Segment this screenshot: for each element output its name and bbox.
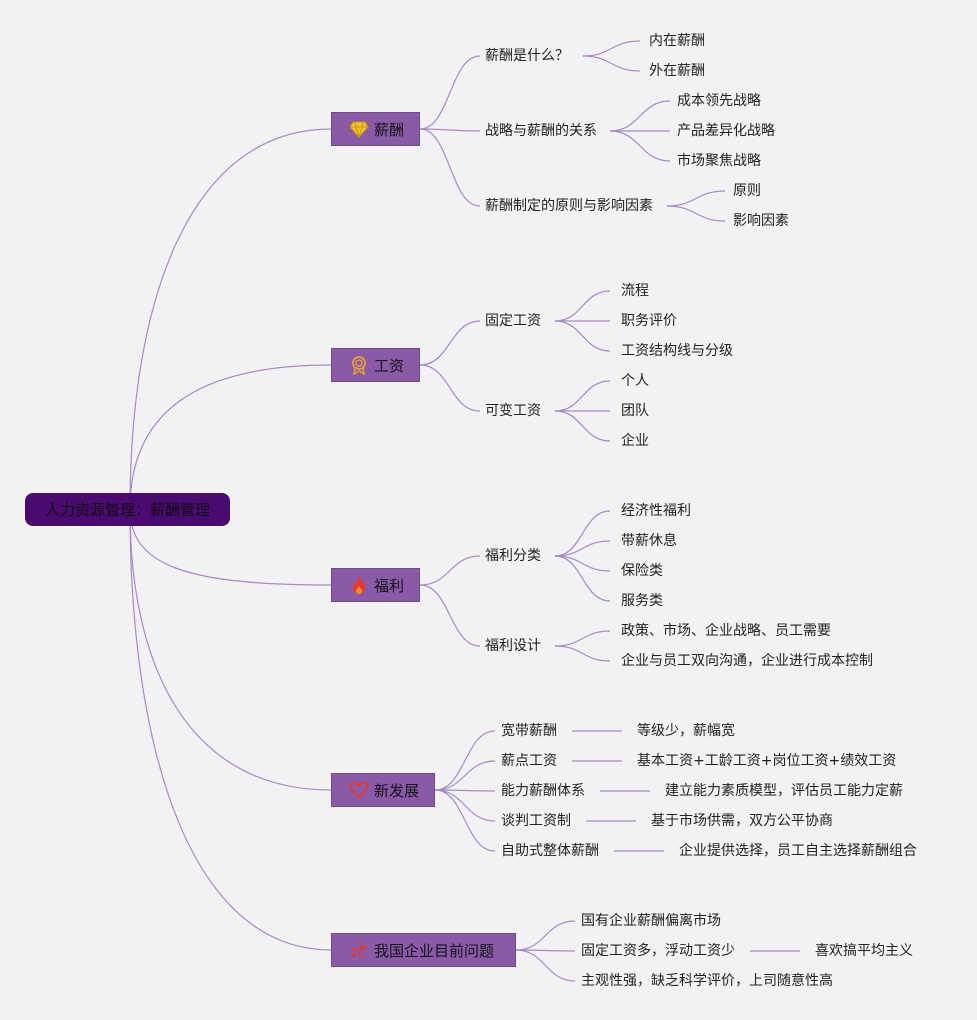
topic-fixed-vs-floating[interactable]: 固定工资多，浮动工资少 — [581, 943, 735, 959]
topic-cafeteria-detail[interactable]: 企业提供选择，员工自主选择薪酬组合 — [679, 843, 917, 859]
connector-line — [582, 40, 641, 57]
connector-line — [554, 290, 611, 322]
branch-label: 福利 — [374, 576, 405, 595]
topic-factors[interactable]: 影响因素 — [733, 213, 789, 229]
root-topic-label: 人力资源管理：薪酬管理 — [44, 501, 210, 519]
topic-cafeteria-pay[interactable]: 自助式整体薪酬 — [501, 843, 599, 859]
topic-extrinsic-pay[interactable]: 外在薪酬 — [649, 63, 705, 79]
branch-label: 我国企业目前问题 — [374, 941, 495, 960]
connector-line — [129, 128, 332, 510]
branch-label: 薪酬 — [374, 120, 405, 139]
diamond-icon — [348, 118, 370, 140]
connector-line — [129, 508, 332, 951]
topic-strategy-relation[interactable]: 战略与薪酬的关系 — [485, 123, 597, 139]
topic-communication[interactable]: 企业与员工双向沟通，企业进行成本控制 — [621, 653, 873, 669]
topic-negotiated-wage[interactable]: 谈判工资制 — [501, 813, 571, 829]
connector-line — [419, 128, 481, 132]
branch-label: 新发展 — [374, 781, 420, 800]
topic-negotiated-detail[interactable]: 基于市场供需，双方公平协商 — [651, 813, 833, 829]
topic-paid-leave[interactable]: 带薪休息 — [621, 533, 677, 549]
branch-salary[interactable]: 薪酬 — [331, 112, 420, 146]
connector-line — [554, 645, 611, 662]
connector-line — [666, 190, 726, 207]
warning-icon — [348, 939, 370, 961]
branch-wages[interactable]: 工资 — [331, 348, 420, 382]
topic-wage-structure[interactable]: 工资结构线与分级 — [621, 343, 733, 359]
topic-team[interactable]: 团队 — [621, 403, 649, 419]
connector-line — [554, 540, 611, 557]
connector-line — [554, 380, 611, 412]
connector-line — [554, 410, 611, 442]
topic-state-owned-deviation[interactable]: 国有企业薪酬偏离市场 — [581, 913, 721, 929]
topic-welfare-types[interactable]: 福利分类 — [485, 548, 541, 564]
branch-new-development[interactable]: 新发展 — [331, 773, 435, 807]
connector-line — [582, 55, 641, 72]
connector-line — [129, 508, 332, 791]
topic-principles[interactable]: 原则 — [733, 183, 761, 199]
connector-line — [434, 760, 496, 791]
connector-line — [515, 949, 576, 982]
heart-icon — [348, 779, 370, 801]
connector-line — [554, 510, 611, 557]
connector-line — [515, 920, 576, 951]
topic-insurance[interactable]: 保险类 — [621, 563, 663, 579]
connector-line — [434, 789, 496, 822]
connector-line — [419, 128, 481, 207]
connector-line — [419, 364, 481, 412]
connector-line — [554, 555, 611, 572]
topic-broadband-detail[interactable]: 等级少，薪幅宽 — [637, 723, 735, 739]
connector-line — [434, 789, 496, 852]
topic-policy-market[interactable]: 政策、市场、企业战略、员工需要 — [621, 623, 831, 639]
branch-label: 工资 — [374, 356, 405, 375]
topic-welfare-design[interactable]: 福利设计 — [485, 638, 541, 654]
topic-services[interactable]: 服务类 — [621, 593, 663, 609]
medal-icon — [348, 354, 370, 376]
topic-variable-wage[interactable]: 可变工资 — [485, 403, 541, 419]
topic-principles-factors[interactable]: 薪酬制定的原则与影响因素 — [485, 198, 653, 214]
topic-competency-pay[interactable]: 能力薪酬体系 — [501, 783, 585, 799]
topic-broadband-pay[interactable]: 宽带薪酬 — [501, 723, 557, 739]
root-topic[interactable]: 人力资源管理：薪酬管理 — [25, 493, 230, 526]
fire-icon — [348, 574, 370, 596]
connector-line — [419, 555, 481, 586]
connector-line — [419, 55, 481, 130]
connector-line — [554, 630, 611, 647]
topic-point-wage-detail[interactable]: 基本工资+工龄工资+岗位工资+绩效工资 — [637, 753, 897, 769]
connector-line — [554, 555, 611, 602]
topic-economic-welfare[interactable]: 经济性福利 — [621, 503, 691, 519]
topic-cost-leadership[interactable]: 成本领先战略 — [677, 93, 761, 109]
topic-competency-detail[interactable]: 建立能力素质模型，评估员工能力定薪 — [665, 783, 903, 799]
topic-subjectivity[interactable]: 主观性强，缺乏科学评价，上司随意性高 — [581, 973, 833, 989]
branch-current-problems[interactable]: 我国企业目前问题 — [331, 933, 516, 967]
topic-process[interactable]: 流程 — [621, 283, 649, 299]
topic-egalitarianism[interactable]: 喜欢搞平均主义 — [815, 943, 913, 959]
topic-fixed-wage[interactable]: 固定工资 — [485, 313, 541, 329]
connector-line — [129, 364, 332, 510]
connector-line — [419, 584, 481, 647]
topic-enterprise[interactable]: 企业 — [621, 433, 649, 449]
connector-line — [129, 508, 332, 586]
connector-line — [554, 320, 611, 352]
topic-individual[interactable]: 个人 — [621, 373, 649, 389]
connector-line — [609, 130, 671, 162]
connector-line — [419, 320, 481, 366]
topic-intrinsic-pay[interactable]: 内在薪酬 — [649, 33, 705, 49]
connector-line — [609, 100, 671, 132]
connector-line — [666, 205, 726, 222]
topic-what-is-salary[interactable]: 薪酬是什么？ — [485, 48, 569, 64]
topic-differentiation[interactable]: 产品差异化战略 — [677, 123, 775, 139]
topic-point-wage[interactable]: 薪点工资 — [501, 753, 557, 769]
topic-market-focus[interactable]: 市场聚焦战略 — [677, 153, 761, 169]
connector-line — [434, 730, 496, 791]
topic-job-evaluation[interactable]: 职务评价 — [621, 313, 677, 329]
branch-welfare[interactable]: 福利 — [331, 568, 420, 602]
